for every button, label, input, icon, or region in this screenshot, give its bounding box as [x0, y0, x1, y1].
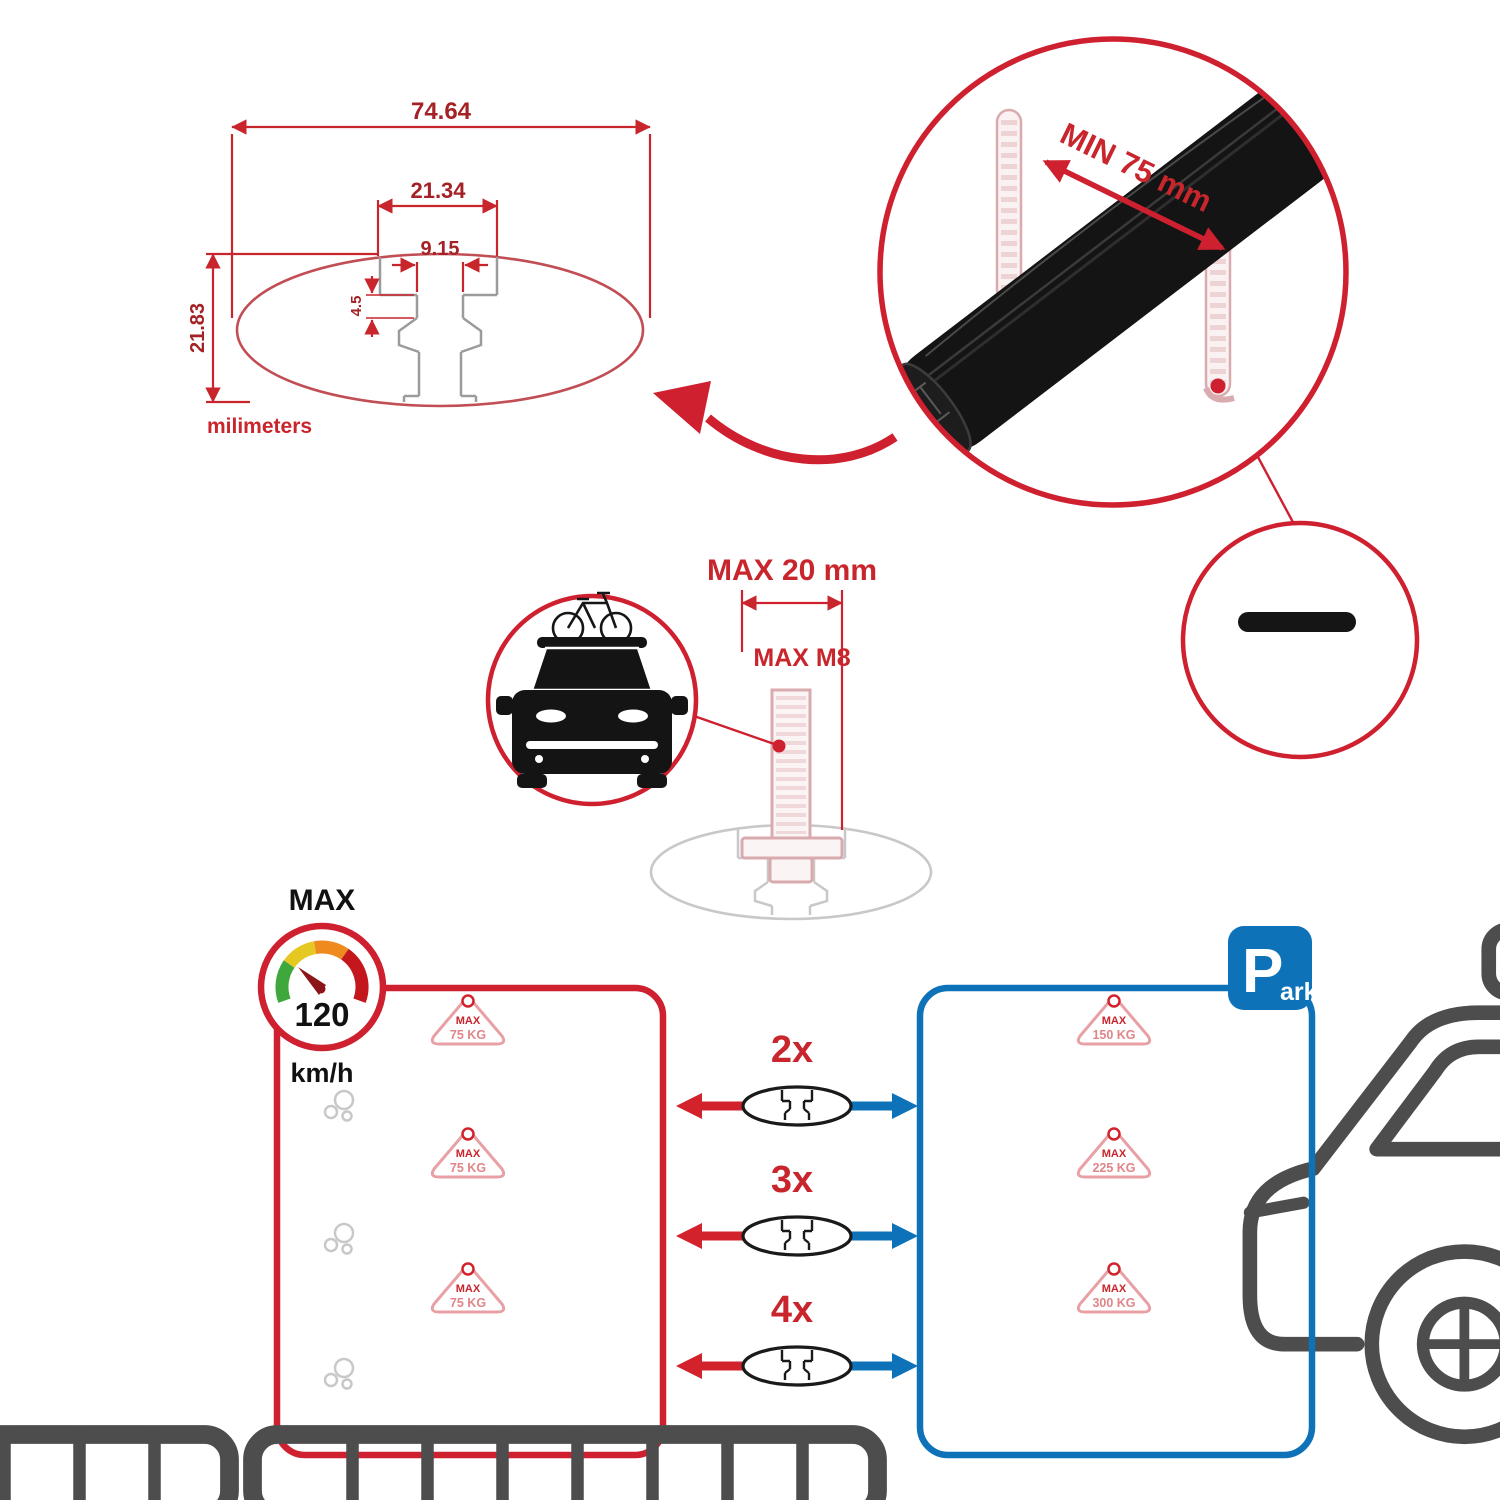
blue-arrow-head [892, 1353, 918, 1379]
gauge-value: 120 [294, 996, 349, 1033]
tag-hook-icon [461, 994, 475, 1008]
tag-line2: 75 KG [450, 1028, 486, 1042]
tag-line1: MAX [456, 1148, 481, 1160]
blue-zone-box [916, 984, 1316, 1459]
t-bolt [740, 688, 844, 884]
tag-line1: MAX [1102, 1283, 1127, 1295]
crossbar-cross-section-icon [741, 1215, 853, 1257]
multiplier-label: 2x [771, 1029, 813, 1071]
crossbar-detail-circle: MIN 75 mm [653, 36, 1349, 508]
bolt-detail: MAX 20 mm MAX M8 [649, 554, 933, 921]
bolt-point-dot [772, 739, 786, 753]
min-span-arrow [1042, 159, 1226, 251]
park-sign-letter: P [1242, 937, 1283, 1006]
gauge-arc [275, 940, 369, 1003]
crossbar-cross-section-icon [741, 1345, 853, 1387]
gauge-max-label: MAX [289, 884, 356, 917]
roofbox-suv-circle [1180, 520, 1500, 1438]
tag-hook-icon [461, 1127, 475, 1141]
multiplier-row: 4x [676, 1289, 918, 1387]
tag-line2: 225 KG [1092, 1161, 1135, 1175]
multiplier-row: 2x [676, 1029, 918, 1127]
load-tag: MAX 225 KG [1076, 1127, 1152, 1179]
gauge-unit: km/h [290, 1058, 353, 1088]
tag-line2: 75 KG [450, 1296, 486, 1310]
load-tag: MAX 75 KG [430, 1262, 506, 1314]
car-front-icon [496, 637, 688, 788]
pointer-arrow-tail [705, 414, 898, 465]
detail-circle-outline [877, 36, 1349, 508]
crossbar-profile-lines [378, 257, 499, 402]
connector-line-car-to-bolt [693, 714, 778, 747]
dust-puffs [323, 1089, 355, 1390]
clamp-point-dot [1210, 378, 1226, 394]
park-sign-plate [1228, 926, 1312, 1010]
tag-hook-icon [1107, 1127, 1121, 1141]
red-zone-cars: MAX 75 KG MAX 75 KG MAX 75 KG [0, 994, 538, 1500]
blue-arrow-head [892, 1223, 918, 1249]
tag-line2: 150 KG [1092, 1028, 1135, 1042]
dim-slot-width: 9.15 [421, 238, 460, 260]
car-front-circle [485, 591, 786, 807]
load-tag: MAX 75 KG [430, 1127, 506, 1179]
crossbar-cross-section-icon [741, 1085, 853, 1127]
bolt-max-width-label: MAX 20 mm [707, 554, 877, 587]
dimension-diagram: 74.64 21.34 9.15 4.5 21.83 milimeters [187, 98, 652, 438]
tag-line1: MAX [456, 1015, 481, 1027]
gauge-hub [316, 984, 326, 994]
crossbar-cross-section-outline [235, 252, 645, 408]
pointer-arrow-head [653, 381, 711, 434]
tag-line1: MAX [1102, 1148, 1127, 1160]
dim-total-width: 74.64 [411, 98, 472, 125]
speed-gauge: MAX 120 km/h [257, 884, 387, 1088]
tag-line1: MAX [456, 1283, 481, 1295]
blue-zone-cars: MAX 150 KG MAX 225 KG MAX 300 KG [0, 994, 1186, 1500]
load-tag: MAX 75 KG [430, 994, 506, 1046]
park-sign-suffix: ark [1280, 978, 1318, 1006]
red-arrow-head [676, 1093, 702, 1119]
red-arrow-head [676, 1223, 702, 1249]
tag-line2: 300 KG [1092, 1296, 1135, 1310]
multiplier-rows: 2x 3x 4x [676, 1029, 918, 1387]
dimension-lines [205, 119, 652, 404]
dim-slot-depth: 4.5 [348, 296, 365, 317]
dim-unit-label: milimeters [207, 415, 312, 438]
dim-total-height: 21.83 [187, 303, 209, 353]
tag-hook-icon [1107, 994, 1121, 1008]
tag-line1: MAX [1102, 1015, 1127, 1027]
load-tag: MAX 150 KG [1076, 994, 1152, 1046]
red-zone-box [273, 984, 667, 1459]
roof-box [1238, 612, 1356, 632]
multiplier-label: 3x [771, 1159, 813, 1201]
bolt-max-thread-label: MAX M8 [753, 644, 850, 672]
red-arrow-head [676, 1353, 702, 1379]
bike-icon [551, 591, 633, 645]
blue-arrow-head [892, 1093, 918, 1119]
park-sign: P ark [1228, 926, 1318, 1010]
bolt-dimension-lines [740, 590, 844, 830]
tag-hook-icon [1107, 1262, 1121, 1276]
tag-hook-icon [461, 1262, 475, 1276]
tag-line2: 75 KG [450, 1161, 486, 1175]
load-tag: MAX 300 KG [1076, 1262, 1152, 1314]
suv-circle-outline [1180, 520, 1420, 760]
dim-channel-width: 21.34 [410, 178, 466, 203]
car-illustration [0, 1433, 1186, 1500]
multiplier-row: 3x [676, 1159, 918, 1257]
multiplier-label: 4x [771, 1289, 813, 1331]
